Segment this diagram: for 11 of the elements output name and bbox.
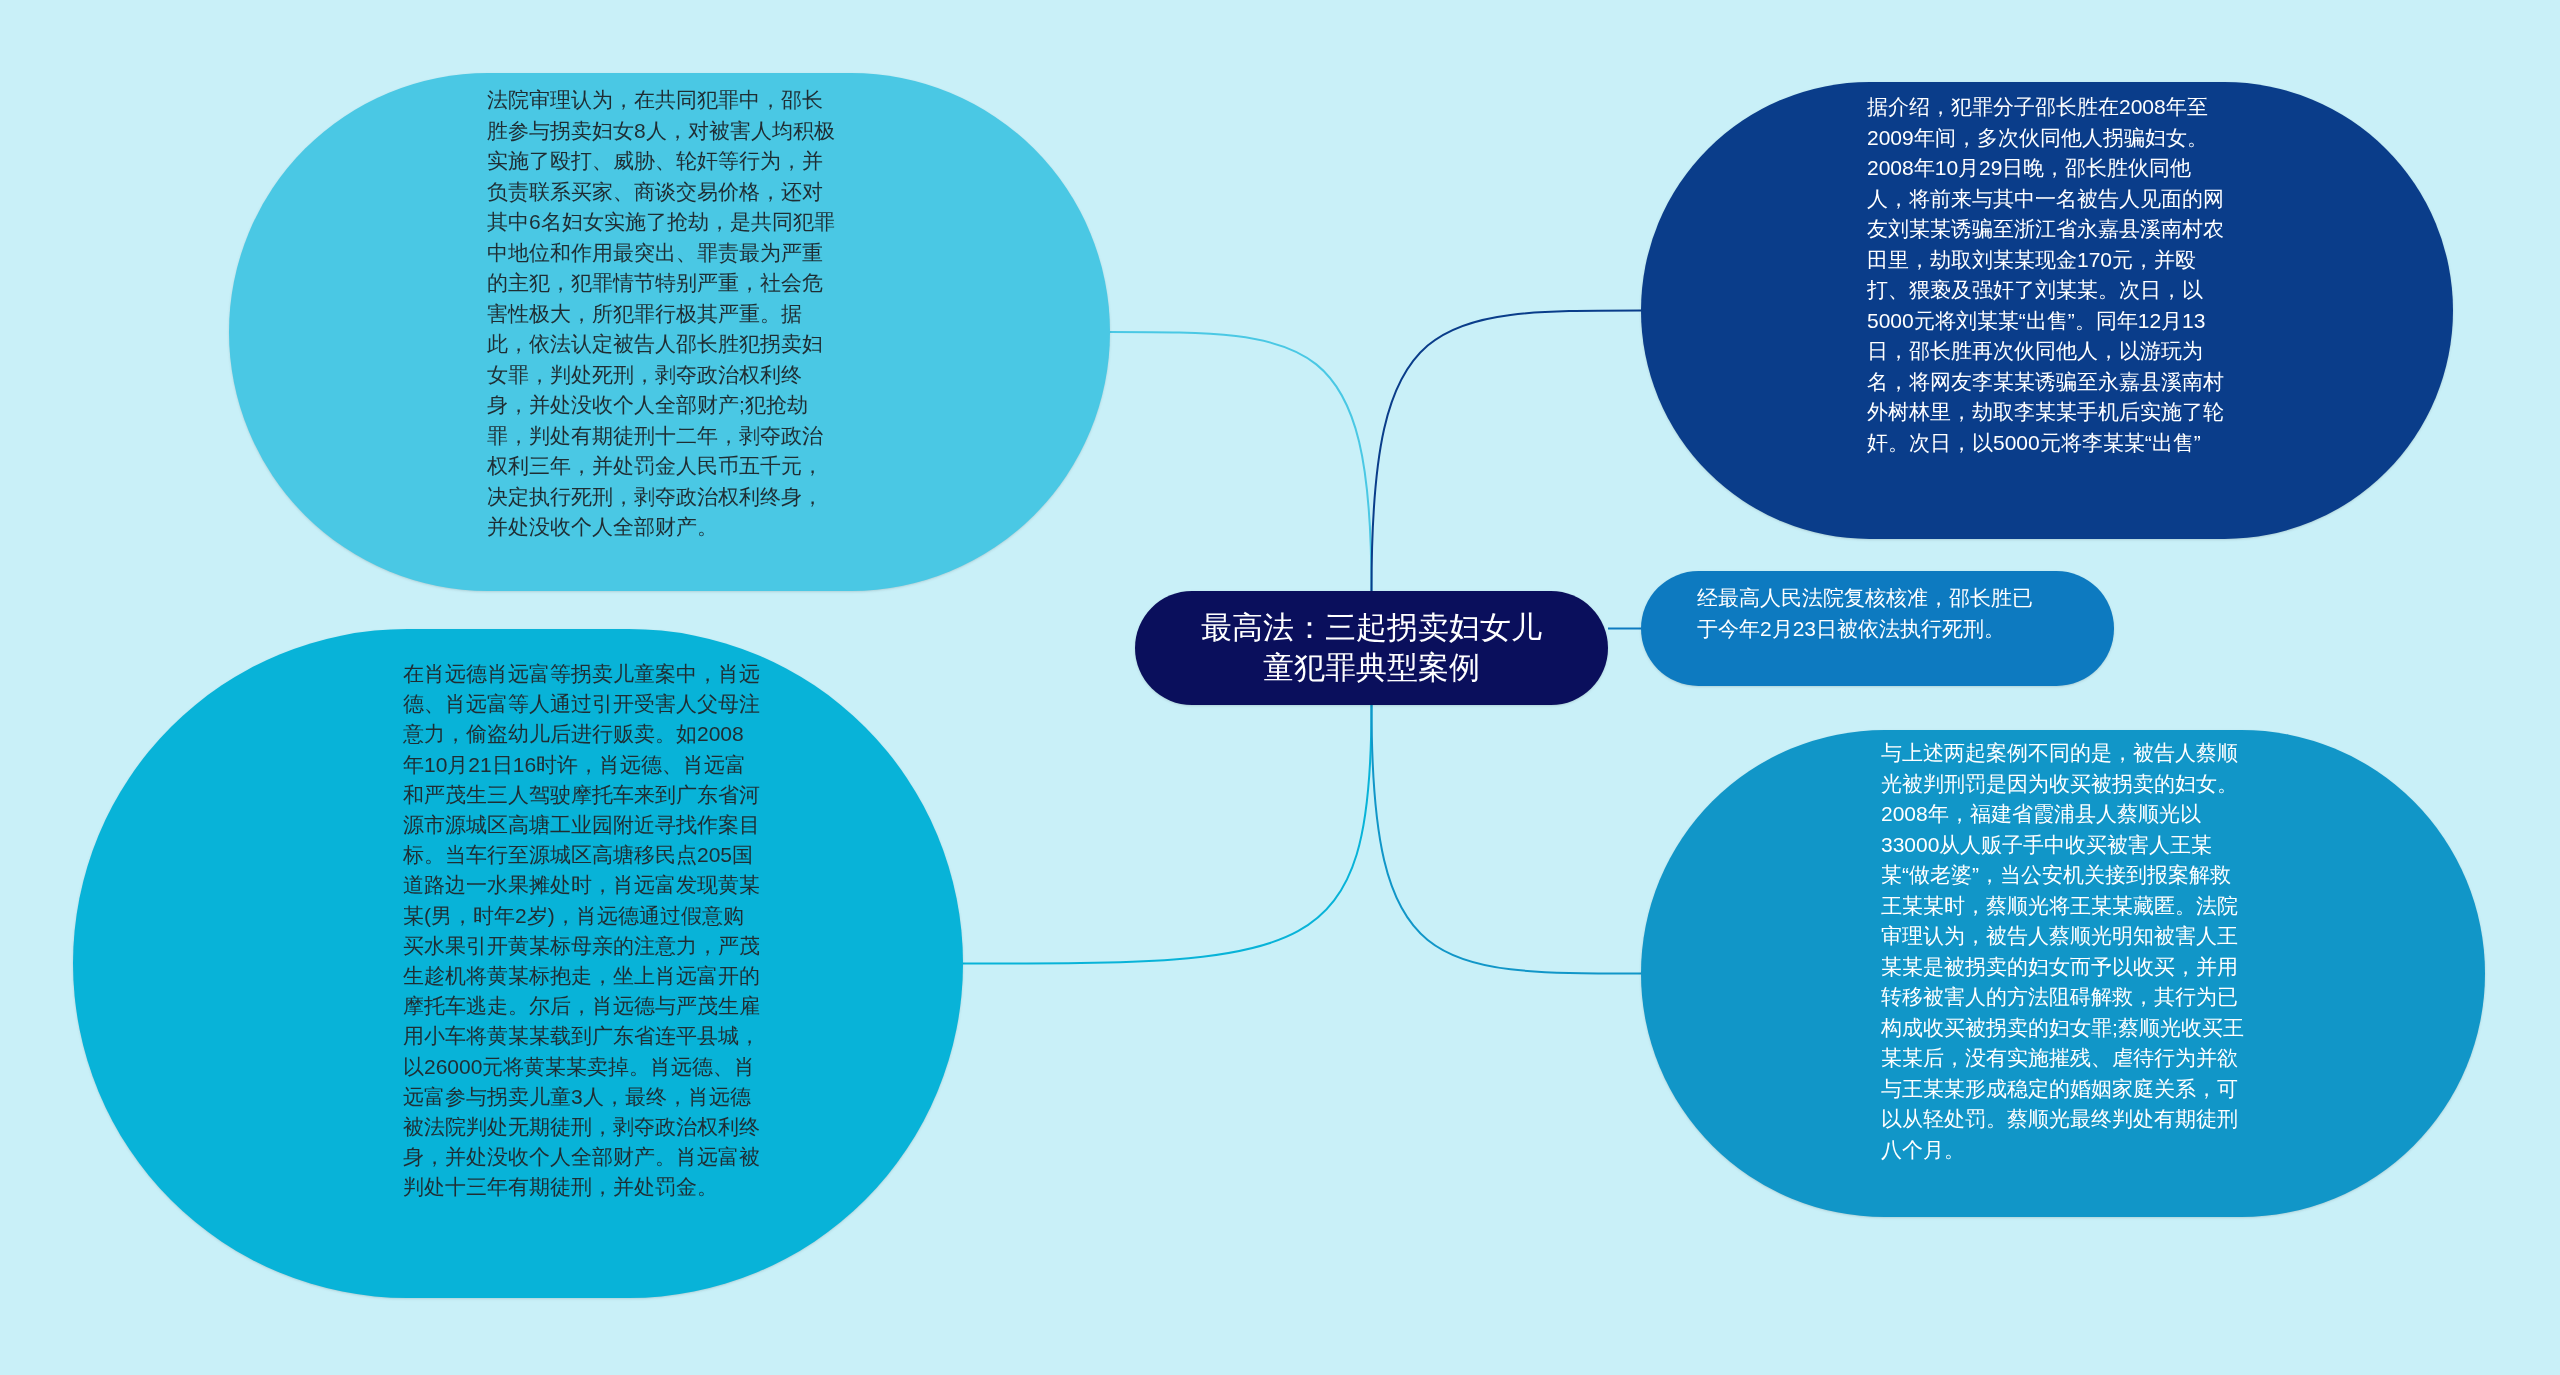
connector-line	[1109, 331, 1373, 592]
connector-line	[1370, 704, 1642, 975]
case-text: 在肖远德肖远富等拐卖儿童案中，肖远德、肖远富等人通过引开受害人父母注意力，偷盗幼儿后进行贩卖。如2008年10月21日16时许，肖远德、肖远富和严茂生三人驾驶摩托车来到广东省河源市源城区高塘工业园附近寻找作案目标。当车行至源城区高塘移民点205国道路边一水果摊处时，肖远富发现黄某某(男，时年2岁)，肖远德通过假意购买水果引开黄某标母亲的注意力，严茂生趁机将黄某标抱走，坐上肖远富开的摩托车逃走。尔后，肖远德与严茂生雇用小车将黄某某载到广东省连平县城，以26000元将黄某某卖掉。肖远德、肖远富参与拐卖儿童3人，最终，肖远德被法院判处无期徒刑，剥夺政治权利终身，并处没收个人全部财产。肖远富被判处十三年有期徒刑，并处罚金。	[403, 661, 761, 1201]
connector-line	[1370, 309, 1642, 592]
case-text: 法院审理认为，在共同犯罪中，邵长胜参与拐卖妇女8人，对被害人均积极实施了殴打、威胁、轮奸等行为，并负责联系买家、商谈交易价格，还对其中6名妇女实施了抢劫，是共同犯罪中地位和作用最突出、罪责最为严重的主犯，犯罪情节特别严重，社会危害性极大，所犯罪行极其严重。据此，依法认定被告人邵长胜犯拐卖妇女罪，判处死刑，剥夺政治权利终身，并处没收个人全部财产;犯抢劫罪，判处有期徒刑十二年，剥夺政治权利三年，并处罚金人民币五千元，决定执行死刑，剥夺政治权利终身，并处没收个人全部财产。	[487, 87, 836, 540]
case-text: 与上述两起案例不同的是，被告人蔡顺光被判刑罚是因为收买被拐卖的妇女。2008年，福建省霞浦县人蔡顺光以33000从人贩子手中收买被害人王某某“做老婆”，当公安机关接到报案解救王某某时，蔡顺光将王某某藏匿。法院审理认为，被告人蔡顺光明知被害人王某某是被拐卖的妇女而予以收买，并用转移被害人的方法阻碍解救，其行为已构成收买被拐卖的妇女罪;蔡顺光收买王某某后，没有实施摧残、虐待行为并欲与王某某形成稳定的婚姻家庭关系，可以从轻处罚。蔡顺光最终判处有期徒刑八个月。	[1881, 740, 2245, 1163]
connector-line	[1607, 627, 1642, 630]
case-text: 据介绍，犯罪分子邵长胜在2008年至2009年间，多次伙同他人拐骗妇女。2008年10月29日晚，邵长胜伙同他人，将前来与其中一名被告人见面的网友刘某某诱骗至浙江省永嘉县溪南村农田里，劫取刘某某现金170元，并殴打、猥亵及强奸了刘某某。次日，以5000元将刘某某“出售”。同年12月13日，邵长胜再次伙同他人，以游玩为名，将网友李某某诱骗至永嘉县溪南村外树林里，劫取李某某手机后实施了轮奸。次日，以5000元将李某某“出售”	[1867, 94, 2225, 456]
topic-title: 最高法：三起拐卖妇女儿童犯罪典型案例	[1200, 609, 1543, 687]
case-text: 经最高人民法院复核核准，邵长胜已于今年2月23日被依法执行死刑。	[1697, 585, 2034, 642]
connector-line	[962, 704, 1373, 965]
